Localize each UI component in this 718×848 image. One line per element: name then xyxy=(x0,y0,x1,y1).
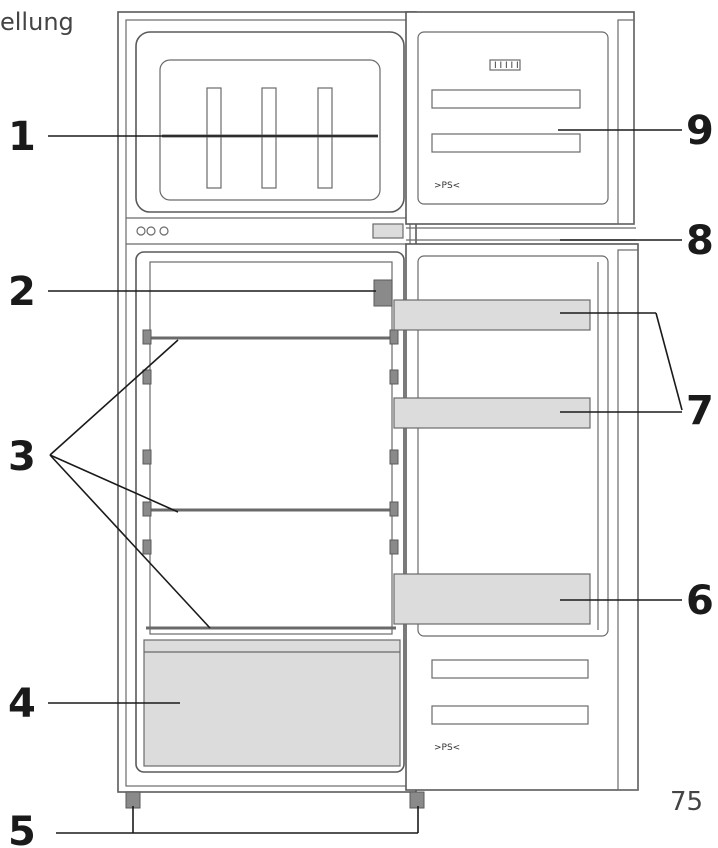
freezer-door-edge xyxy=(617,19,635,225)
page-number: 75 xyxy=(670,787,703,817)
door-shelf-1 xyxy=(393,299,591,331)
callout-4: 4 xyxy=(8,681,36,727)
freezer-rib-1 xyxy=(206,87,222,189)
callout-3: 3 xyxy=(8,434,36,480)
fridge-door-outer xyxy=(405,243,639,791)
leader-3a xyxy=(49,339,179,456)
door-shelf-2 xyxy=(393,397,591,429)
freezer-liner xyxy=(135,31,405,213)
freezer-back xyxy=(159,59,381,201)
fridge-light xyxy=(373,279,393,307)
shelf-support xyxy=(142,539,152,555)
freezer-compartment xyxy=(135,31,405,213)
freezer-door-label-text: I I I I I xyxy=(494,61,519,71)
leader-3c xyxy=(49,454,211,629)
leader-7b xyxy=(655,312,683,411)
fridge-door: >PS< xyxy=(393,243,639,791)
leader-3b xyxy=(49,454,179,513)
foot-left xyxy=(125,791,141,809)
feet xyxy=(118,791,425,809)
fridge-back xyxy=(149,261,393,635)
recycle-mark-bottom: >PS< xyxy=(434,743,460,753)
shelf-support xyxy=(142,449,152,465)
shelf-support xyxy=(389,539,399,555)
foot-right xyxy=(409,791,425,809)
callout-5: 5 xyxy=(8,809,36,848)
shelf-support xyxy=(142,501,152,517)
shelf-support xyxy=(389,369,399,385)
freezer-door: I I I I I >PS< xyxy=(405,11,635,225)
header-fragment: ellung xyxy=(0,8,74,36)
lower-door-shelf-2 xyxy=(431,705,589,725)
fridge-compartment xyxy=(135,251,405,773)
freezer-rib-2 xyxy=(261,87,277,189)
door-seal xyxy=(406,227,636,241)
fridge-door-liner xyxy=(417,255,609,637)
shelf-support xyxy=(389,501,399,517)
indicator-3 xyxy=(159,226,169,236)
callouts: 1 2 3 4 5 6 7 8 9 xyxy=(8,108,714,848)
freezer-door-shelf-2 xyxy=(431,133,581,153)
freezer-door-inner xyxy=(417,31,609,205)
control-strip xyxy=(126,217,410,245)
freezer-door-label xyxy=(489,59,521,71)
bottle-shelf xyxy=(393,573,591,625)
callout-6: 6 xyxy=(686,578,714,624)
shelf-support xyxy=(389,449,399,465)
indicator-1 xyxy=(136,226,146,236)
thermostat-knob xyxy=(372,223,404,239)
callout-2: 2 xyxy=(8,269,36,315)
fridge-door-edge xyxy=(617,249,639,791)
callout-1: 1 xyxy=(8,114,36,160)
shelf-support xyxy=(142,369,152,385)
crisper-drawer xyxy=(143,639,401,767)
freezer-door-shelf-1 xyxy=(431,89,581,109)
freezer-door-outer xyxy=(405,11,635,225)
callout-8: 8 xyxy=(686,218,714,264)
lower-door-shelf-1 xyxy=(431,659,589,679)
leader-lines xyxy=(48,129,683,834)
indicator-2 xyxy=(146,226,156,236)
freezer-rib-3 xyxy=(317,87,333,189)
callout-7: 7 xyxy=(686,388,714,434)
shelf-support xyxy=(142,329,152,345)
recycle-mark-top: >PS< xyxy=(434,181,460,191)
shelf-support xyxy=(389,329,399,345)
callout-9: 9 xyxy=(686,108,714,154)
